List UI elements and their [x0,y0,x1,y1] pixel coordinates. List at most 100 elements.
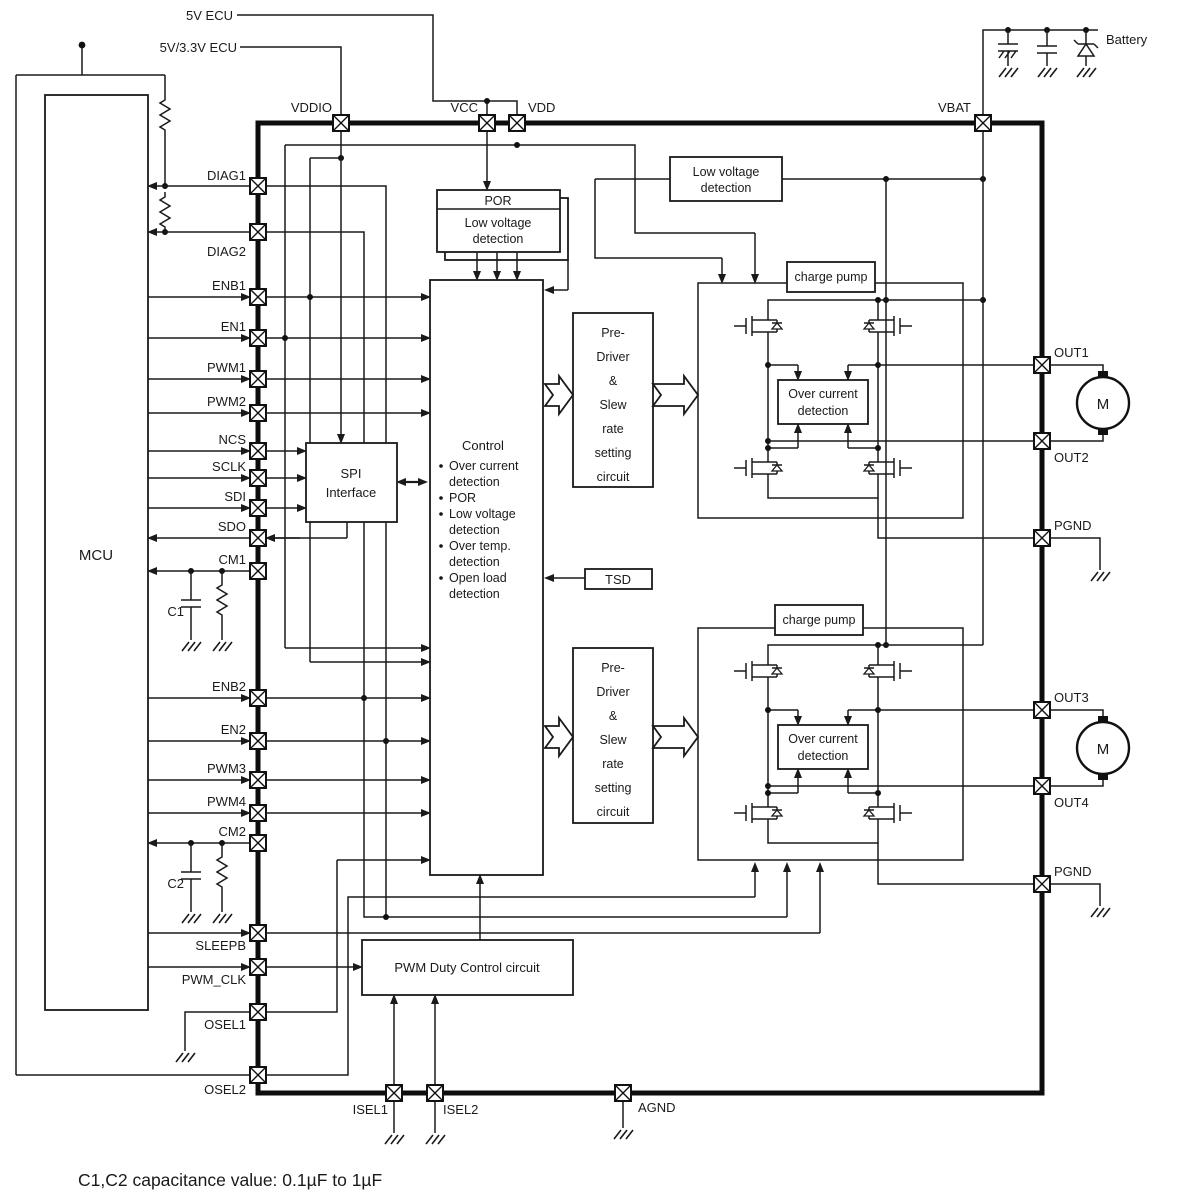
pin-label: PGND [1054,864,1092,879]
por-title: POR [484,194,511,208]
control-item: detection [449,475,500,489]
pin-label: PWM3 [207,761,246,776]
c2-label: C2 [167,876,184,891]
control-item: detection [449,555,500,569]
pin-vdd [508,114,526,132]
caption: C1,C2 capacitance value: 0.1µF to 1µF [78,1170,382,1190]
low-voltage-detection-block: Low voltage detection [594,156,986,284]
pin-label-vcc: VCC [451,100,478,115]
pin-label-vbat: VBAT [938,100,971,115]
supply-loop-wires [15,14,518,1076]
pin-vbat [974,114,992,132]
control-item: Over current [449,459,519,473]
pin-label: ENB2 [212,679,246,694]
predriver-line: Pre- [601,326,625,340]
ground-icon [175,1052,196,1063]
pin-pwm3 [249,771,267,789]
mcu-label: MCU [79,547,113,564]
pin-label: OUT2 [1054,450,1089,465]
predriver-line: rate [602,422,624,436]
pin-agnd [614,1084,632,1102]
ocd-line2: detection [798,749,849,763]
pin-cm1 [249,562,267,580]
ground-icon [1090,571,1111,582]
pin-sleepb [249,924,267,942]
ground-icon [998,67,1019,78]
pin-label-vdd: VDD [528,100,555,115]
pin-osel2 [249,1066,267,1084]
predriver-line: circuit [597,470,630,484]
pin-diag2 [249,223,267,241]
predriver-line: setting [595,446,632,460]
predriver-block-1: Pre- Driver & Slew rate setting circuit [572,312,654,488]
block-arrow [651,373,700,417]
predriver-block-2: Pre- Driver & Slew rate setting circuit [572,647,654,824]
pin-ncs [249,442,267,460]
pin-label: CM1 [219,552,246,567]
cm2-rc-network [181,843,233,924]
pin-en1 [249,329,267,347]
pin-sdo [249,529,267,547]
predriver-line: & [609,374,618,388]
pin-pwm1 [249,370,267,388]
pin-enb1 [249,288,267,306]
block-arrow [543,715,575,759]
battery-network [982,27,1099,115]
control-item: Low voltage [449,507,516,521]
predriver-line: rate [602,757,624,771]
cm1-rc-network [181,571,233,652]
c1-label: C1 [167,604,184,619]
ground-icon [1037,67,1058,78]
pin-label: NCS [219,432,247,447]
pin-pwm2 [249,404,267,422]
pin-out2 [1033,432,1051,450]
pin-vcc [478,114,496,132]
motor-2-label: M [1097,741,1110,758]
control-block: Control Over current detection POR Low v… [429,279,544,876]
pin-out4 [1033,777,1051,795]
label-5v33-ecu: 5V/3.3V ECU [160,40,237,55]
mcu-block [44,94,149,1011]
predriver-line: Driver [596,685,629,699]
pwm-duty-label: PWM Duty Control circuit [394,960,540,975]
pin-label: SCLK [212,459,246,474]
pin-out3 [1033,701,1051,719]
predriver-line: Slew [599,733,627,747]
pin-label: OSEL1 [204,1017,246,1032]
pin-label: ISEL2 [443,1102,478,1117]
ocd-line2: detection [798,404,849,418]
pin-label: DIAG2 [207,244,246,259]
spi-interface-block: SPI Interface [305,131,428,523]
pin-label: PWM4 [207,794,246,809]
pin-label: PGND [1054,518,1092,533]
pin-label: ISEL1 [353,1102,388,1117]
ic-outline [255,120,1045,1096]
pin-pgnd1 [1033,529,1051,547]
predriver-line: & [609,709,618,723]
pin-label: AGND [638,1100,676,1115]
pin-osel1 [249,1003,267,1021]
pin-en2 [249,732,267,750]
ground-icon [1076,67,1097,78]
mosfet-icon [864,657,912,685]
predriver-line: circuit [597,805,630,819]
pin-label: OUT4 [1054,795,1089,810]
pin-pgnd2 [1033,875,1051,893]
control-item: Over temp. [449,539,511,553]
hbridge-2: charge pump Over current detection [697,604,1111,918]
pin-label: OSEL2 [204,1082,246,1097]
charge-pump-label: charge pump [795,270,868,284]
mosfet-icon [733,453,783,483]
left-pin-wires [147,142,824,1076]
pin-diag1 [249,177,267,195]
resistor-diag2 [159,191,171,233]
pin-label: EN1 [221,319,246,334]
resistor-diag1 [159,94,171,136]
ground-icon [1090,907,1111,918]
pin-label: SDI [224,489,246,504]
pin-sdi [249,499,267,517]
block-arrow [651,715,700,759]
mosfet-icon [733,656,783,686]
lvd-line1: Low voltage [693,165,760,179]
pin-label: PWM_CLK [182,972,247,987]
